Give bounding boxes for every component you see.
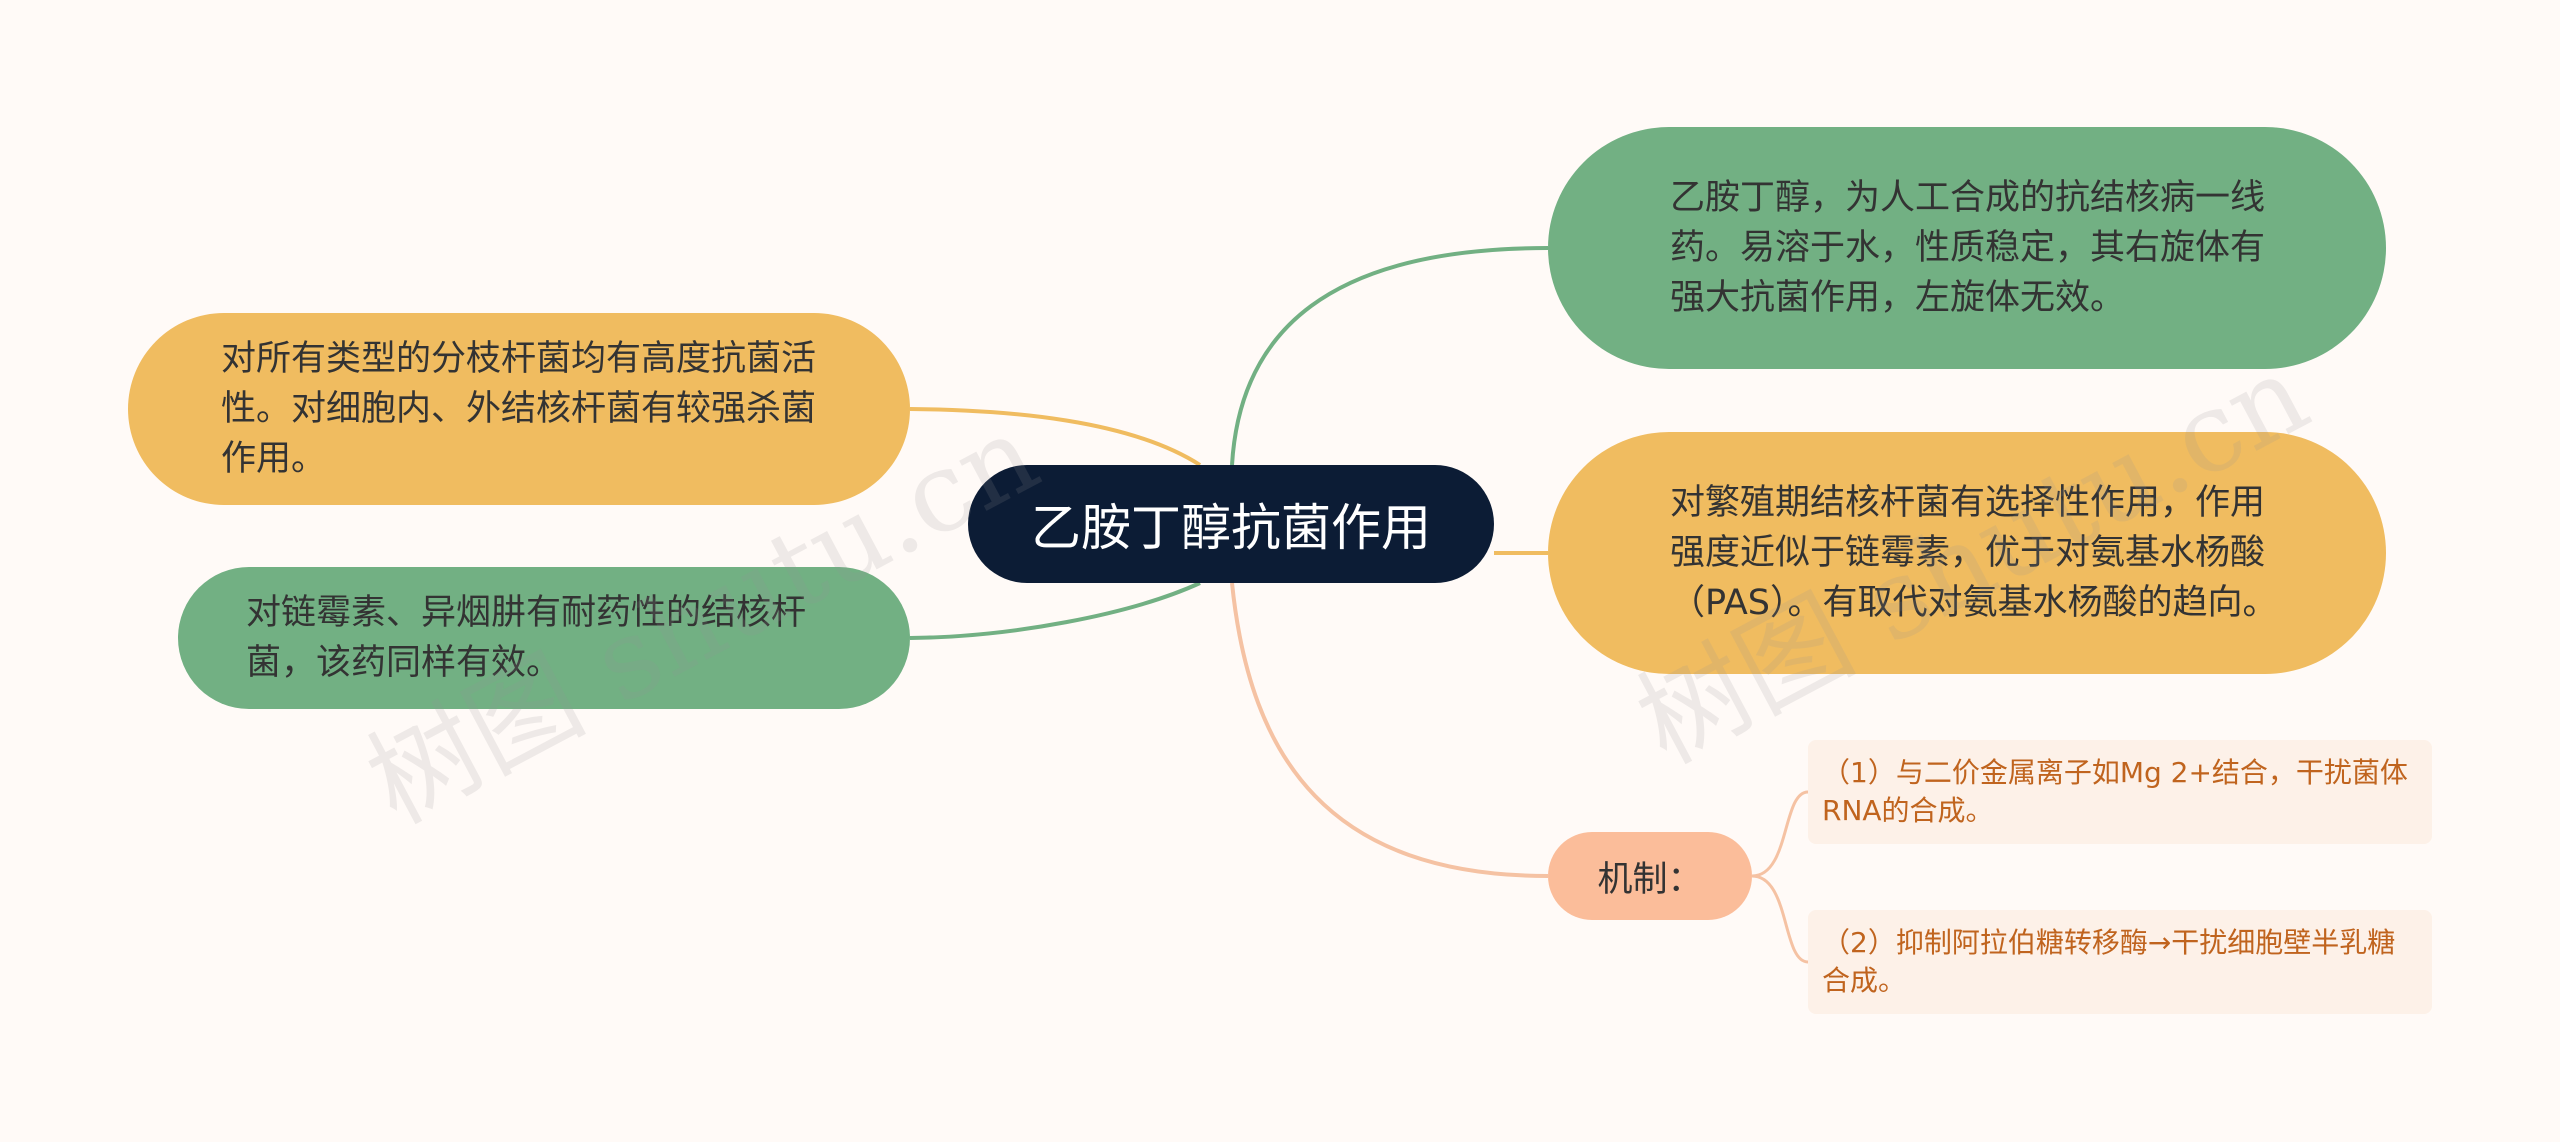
- central-topic[interactable]: 乙胺丁醇抗菌作用: [968, 465, 1494, 583]
- mechanism-label: 机制：: [1597, 859, 1703, 900]
- link-mechanism-to-sub1: [1751, 790, 1809, 878]
- left-node-resistance[interactable]: 对链霉素、异烟肼有耐药性的结核杆菌，该药同样有效。: [178, 567, 910, 709]
- central-topic-label: 乙胺丁醇抗菌作用: [1031, 499, 1431, 557]
- link-center-to-mechanism: [1230, 582, 1549, 878]
- link-center-to-right-top: [1230, 246, 1549, 466]
- mechanism-item-2[interactable]: （2）抑制阿拉伯糖转移酶→干扰细胞壁半乳糖合成。: [1808, 910, 2432, 1014]
- mechanism-node[interactable]: 机制：: [1548, 832, 1752, 920]
- link-center-to-left-bot: [909, 581, 1201, 640]
- right-node-description-text: 乙胺丁醇，为人工合成的抗结核病一线药。易溶于水，性质稳定，其右旋体有强大抗菌作用…: [1670, 178, 2266, 318]
- right-node-description[interactable]: 乙胺丁醇，为人工合成的抗结核病一线药。易溶于水，性质稳定，其右旋体有强大抗菌作用…: [1548, 127, 2386, 369]
- left-node-resistance-text: 对链霉素、异烟肼有耐药性的结核杆菌，该药同样有效。: [246, 593, 807, 683]
- left-node-activity-text: 对所有类型的分枝杆菌均有高度抗菌活性。对细胞内、外结核杆菌有较强杀菌作用。: [221, 339, 817, 479]
- left-node-activity[interactable]: 对所有类型的分枝杆菌均有高度抗菌活性。对细胞内、外结核杆菌有较强杀菌作用。: [128, 313, 910, 505]
- link-center-to-left-top: [909, 407, 1202, 467]
- mechanism-item-1-text: （1）与二价金属离子如Mg 2+结合，干扰菌体RNA的合成。: [1822, 756, 2408, 827]
- mechanism-item-1[interactable]: （1）与二价金属离子如Mg 2+结合，干扰菌体RNA的合成。: [1808, 740, 2432, 844]
- mechanism-item-2-text: （2）抑制阿拉伯糖转移酶→干扰细胞壁半乳糖合成。: [1822, 926, 2396, 997]
- right-node-selectivity-text: 对繁殖期结核杆菌有选择性作用，作用强度近似于链霉素，优于对氨基水杨酸（PAS）。…: [1670, 483, 2278, 623]
- right-node-selectivity[interactable]: 对繁殖期结核杆菌有选择性作用，作用强度近似于链霉素，优于对氨基水杨酸（PAS）。…: [1548, 432, 2386, 674]
- link-mechanism-to-sub2: [1751, 874, 1809, 964]
